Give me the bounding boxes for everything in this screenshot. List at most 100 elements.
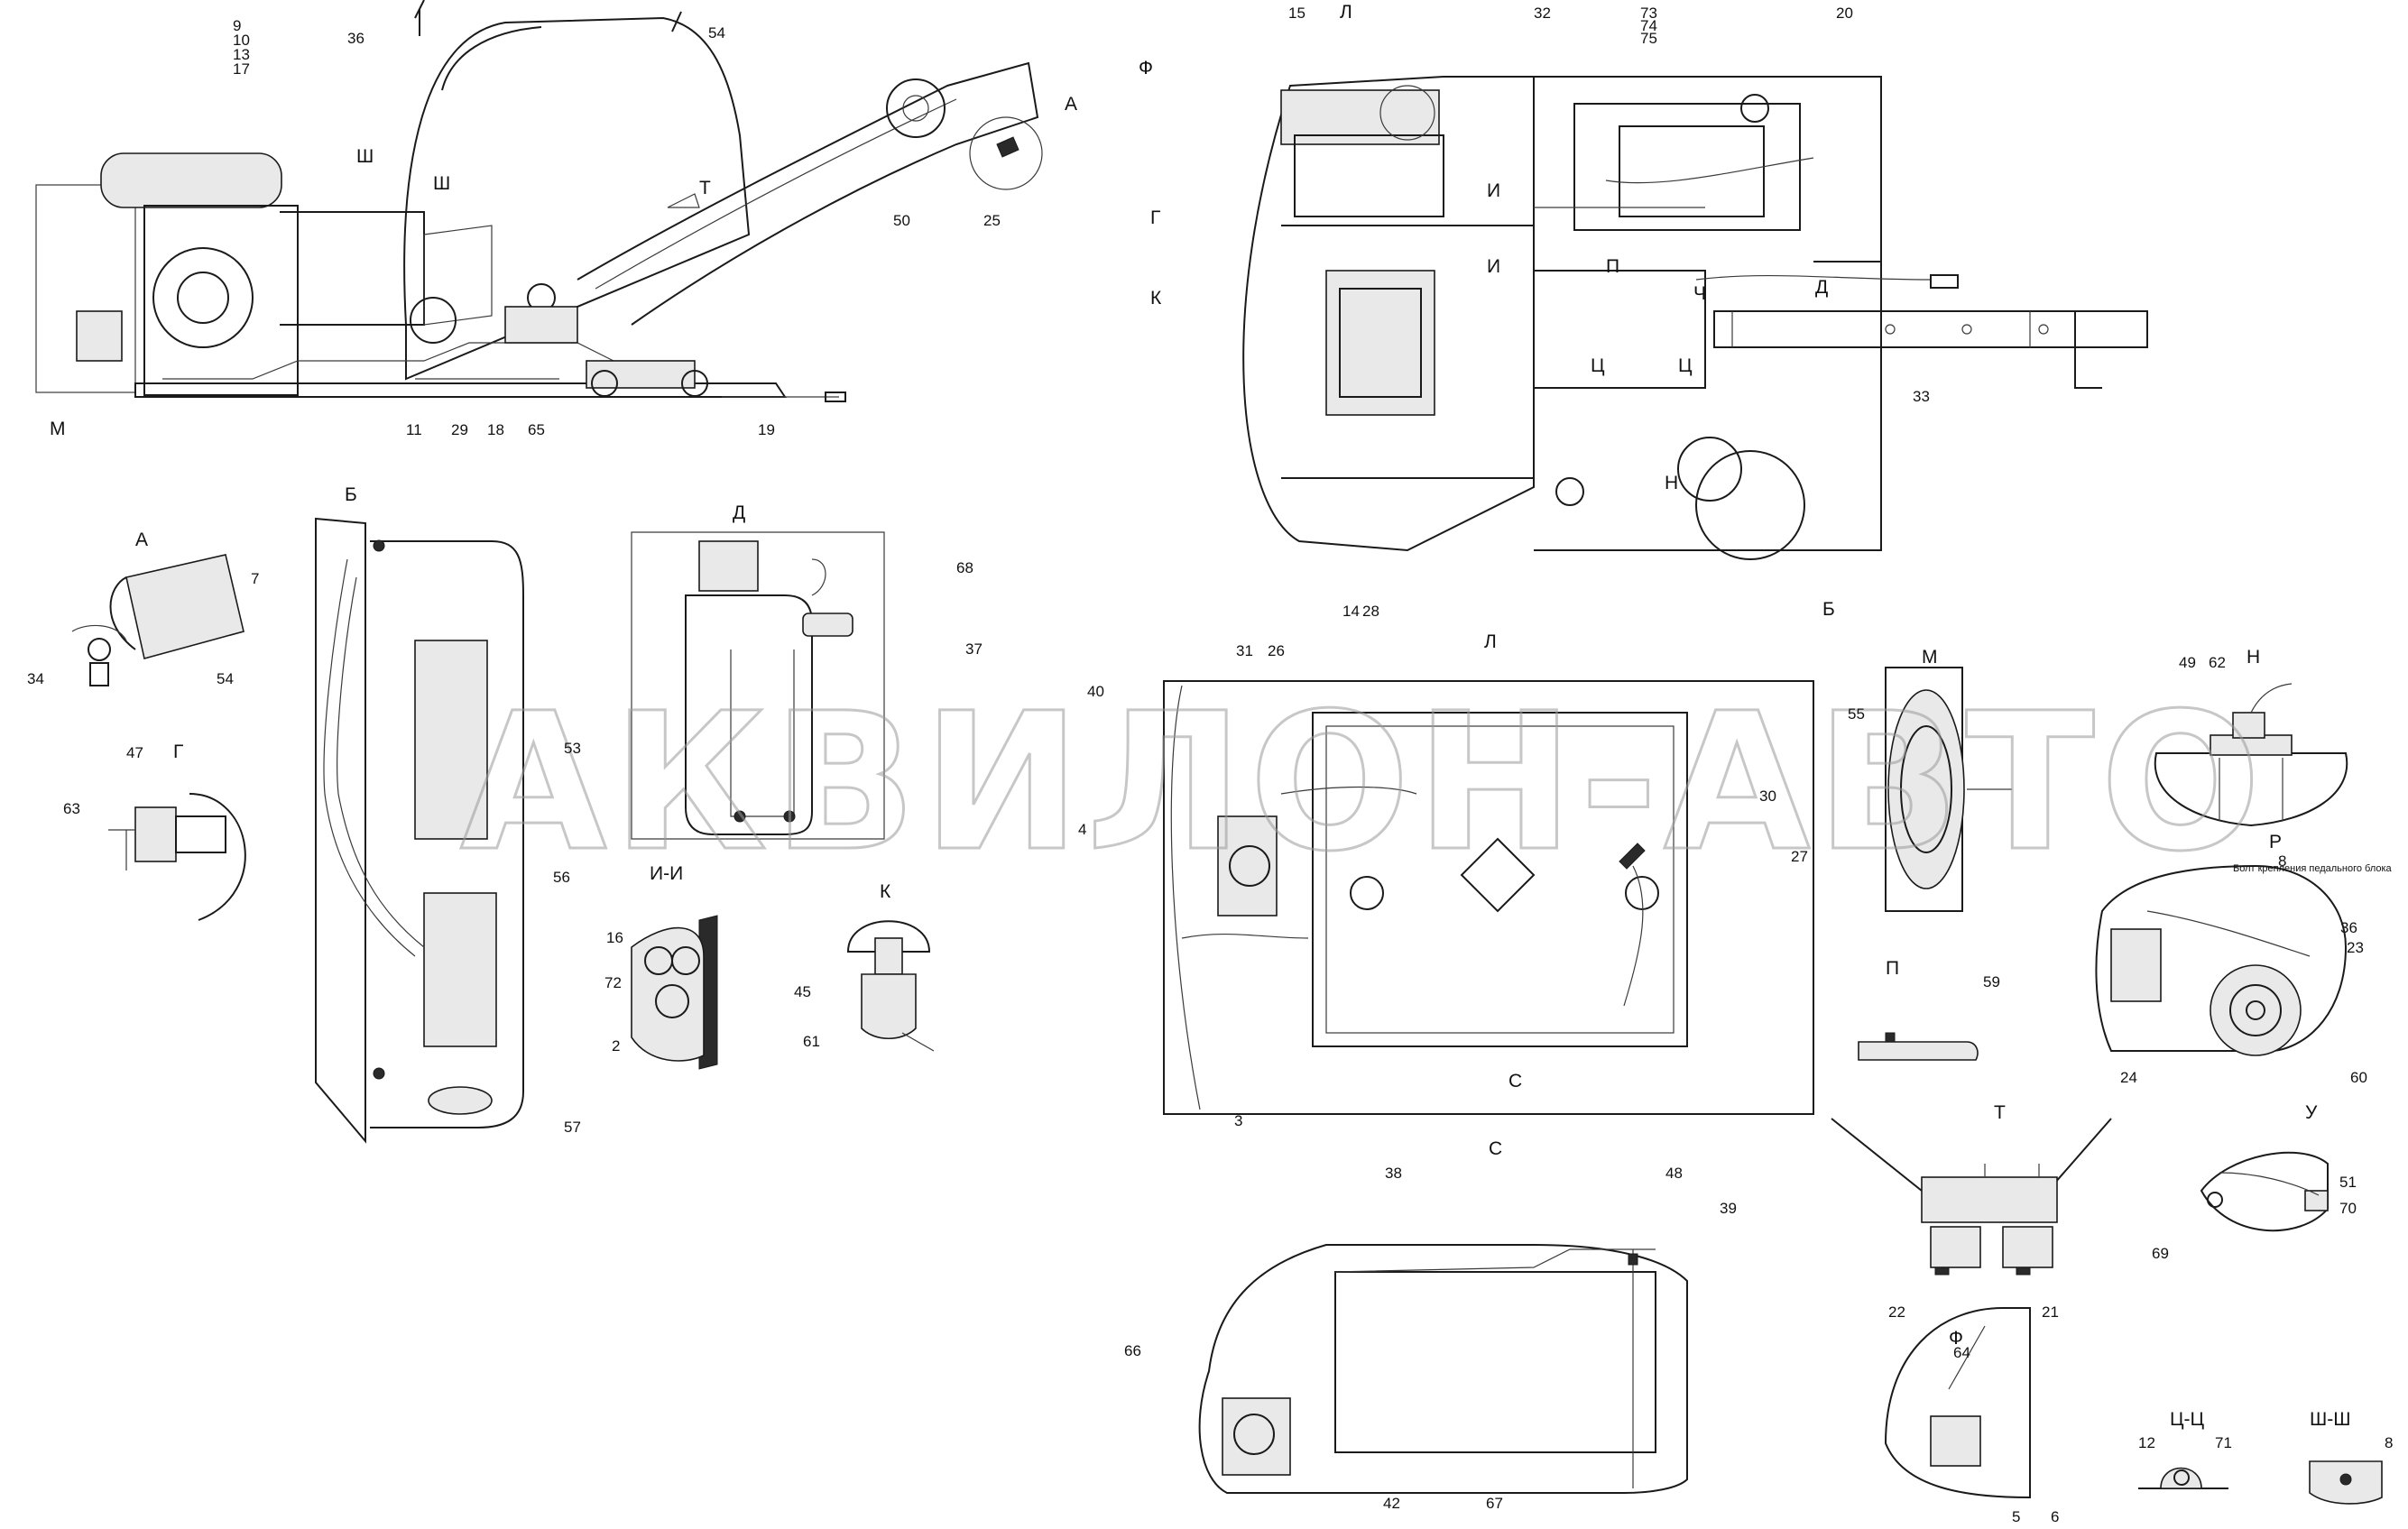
callout-59: 59	[1983, 973, 2000, 990]
view-M-lamp	[1885, 667, 2012, 912]
view-SS-detail	[2309, 1460, 2383, 1505]
section-markers: Ш Ш Т А М Ф Г К И И П Ч Д Ц Ц Н Б Л С	[50, 2, 1835, 1091]
callout-17: 17	[233, 60, 250, 78]
callout-21: 21	[2042, 1303, 2059, 1321]
view-B-headlights	[315, 517, 524, 1144]
callout-64: 64	[1953, 1344, 1970, 1361]
callout-47: 47	[126, 744, 143, 761]
callout-9: 9	[233, 17, 241, 34]
callout-62: 62	[2209, 654, 2226, 671]
view-D-washer-tank	[631, 531, 885, 840]
callout-63: 63	[63, 800, 80, 817]
callout-4: 4	[1078, 821, 1086, 838]
callout-66: 66	[1124, 1342, 1141, 1359]
view-title-L: Л	[1484, 631, 1497, 652]
callout-29: 29	[451, 421, 468, 438]
callout-69: 69	[2152, 1245, 2169, 1262]
marker: К	[1150, 288, 1162, 309]
callout-32: 32	[1534, 5, 1551, 22]
marker: Ч	[1693, 283, 1706, 304]
callout-37: 37	[965, 640, 983, 658]
view-title-CC: Ц-Ц	[2170, 1409, 2205, 1430]
view-title-N: Н	[2247, 647, 2260, 668]
view-P-lamp	[1858, 1032, 1979, 1061]
callout-55: 55	[1848, 705, 1865, 723]
view-title-G: Г	[173, 741, 183, 762]
callout-8: 8	[2278, 852, 2286, 870]
callout-31: 31	[1236, 642, 1253, 659]
marker: Ф	[1139, 58, 1153, 78]
view-U-detail	[2200, 1151, 2329, 1232]
callout-6: 6	[2051, 1508, 2059, 1525]
view-title-SS: Ш-Ш	[2310, 1409, 2351, 1430]
marker: П	[1606, 256, 1619, 277]
callout-65: 65	[528, 421, 545, 438]
callout-54: 54	[217, 670, 234, 687]
callout-10: 10	[233, 32, 250, 49]
marker: Б	[1822, 599, 1835, 620]
marker: Г	[1150, 207, 1160, 228]
marker: Ш	[356, 146, 374, 167]
callout-36: 36	[2340, 919, 2357, 936]
view-title-F: Ф	[1949, 1328, 1963, 1349]
callout-57: 57	[564, 1119, 581, 1136]
view-title-II: И-И	[650, 863, 683, 884]
callout-27: 27	[1791, 848, 1808, 865]
marker: Н	[1665, 473, 1678, 493]
callout-70: 70	[2339, 1200, 2357, 1217]
view-title-K: К	[880, 881, 891, 902]
view-title-U: У	[2305, 1102, 2318, 1123]
callout-25: 25	[983, 212, 1001, 229]
view-title-S: С	[1489, 1138, 1502, 1159]
view-S-fuel-tank	[1198, 1244, 1688, 1494]
view-N-detail	[2154, 683, 2348, 827]
callout-50: 50	[893, 212, 910, 229]
view-II-section	[631, 915, 718, 1070]
callout-13: 13	[233, 46, 250, 63]
view-title-T: Т	[1994, 1102, 2006, 1123]
callout-49: 49	[2179, 654, 2196, 671]
callout-7: 7	[251, 570, 259, 587]
bolt-note: Болт крепления педального блока	[2233, 863, 2393, 874]
callout-74: 74	[1640, 17, 1657, 34]
view-title-D: Д	[733, 502, 745, 523]
view-title-B: Б	[345, 484, 357, 505]
callout-60: 60	[2350, 1069, 2367, 1086]
side-view-assembly	[35, 0, 1043, 402]
callout-71: 71	[2215, 1434, 2232, 1451]
view-L-battery-compartment	[1163, 680, 1814, 1115]
callout-34: 34	[27, 670, 44, 687]
marker: А	[1065, 94, 1077, 115]
callout-12: 12	[2138, 1434, 2155, 1451]
view-CC-detail	[2138, 1467, 2228, 1489]
marker: Ц	[1678, 355, 1693, 376]
callout-28: 28	[1362, 603, 1379, 620]
callout-16: 16	[606, 929, 623, 946]
callout-42: 42	[1383, 1495, 1400, 1512]
view-G-sensor	[108, 793, 246, 921]
callout-8: 8	[2385, 1434, 2393, 1451]
marker: С	[1508, 1071, 1522, 1091]
callout-73: 73	[1640, 5, 1657, 22]
marker: И	[1487, 256, 1500, 277]
callout-54: 54	[708, 24, 725, 41]
callout-19: 19	[758, 421, 775, 438]
callout-39: 39	[1720, 1200, 1737, 1217]
view-K-switch	[846, 920, 935, 1052]
callout-5: 5	[2012, 1508, 2020, 1525]
marker: Л	[1340, 2, 1352, 23]
view-A-lamp	[71, 554, 244, 686]
callout-20: 20	[1836, 5, 1853, 22]
view-title-A: А	[135, 530, 148, 550]
plan-view-assembly	[1242, 76, 2148, 560]
marker: Ш	[433, 173, 450, 194]
callout-23: 23	[2347, 939, 2364, 956]
view-T-switches	[1831, 1118, 2112, 1276]
callout-56: 56	[553, 869, 570, 886]
callout-18: 18	[487, 421, 504, 438]
marker: М	[50, 419, 66, 439]
callout-3: 3	[1234, 1112, 1242, 1129]
view-R-detail	[2095, 864, 2348, 1056]
marker: Д	[1815, 277, 1828, 298]
